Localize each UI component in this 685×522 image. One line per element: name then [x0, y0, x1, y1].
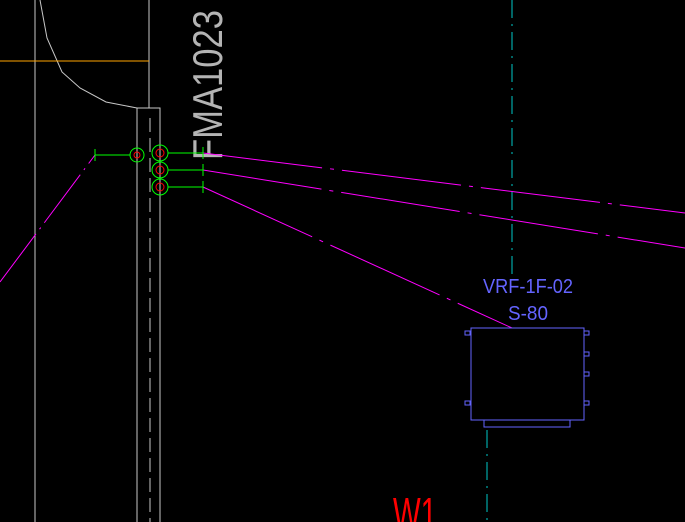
- valve-core-icon: [155, 165, 165, 175]
- unit-tag-label: VRF-1F-02: [483, 276, 573, 298]
- pipe-top-run[interactable]: [202, 152, 685, 214]
- circle-valve-icon[interactable]: [129, 147, 145, 163]
- unit-bracket-icon: [464, 400, 471, 406]
- unit-size-label: S-80: [508, 303, 548, 325]
- unit-bracket-icon: [583, 351, 590, 357]
- door-label-fma1023: FMA1023: [184, 10, 231, 160]
- unit-base: [483, 419, 571, 428]
- pipe-middle-run[interactable]: [202, 169, 685, 249]
- vrf-indoor-unit[interactable]: [464, 327, 590, 428]
- pipe-left-diagonal[interactable]: [0, 154, 96, 283]
- valve-core-icon: [155, 182, 165, 192]
- valve-core-icon: [155, 148, 165, 158]
- valve-core-icon: [133, 151, 141, 159]
- pipe-fittings[interactable]: [94, 144, 204, 196]
- wall-tag-w1: W1: [393, 488, 437, 522]
- wall-lines: [34, 0, 161, 522]
- door-swing-arc: [39, 0, 161, 522]
- unit-bracket-icon: [583, 330, 590, 336]
- unit-body[interactable]: [470, 327, 585, 421]
- refrigerant-pipes[interactable]: [0, 152, 685, 329]
- unit-bracket-icon: [464, 330, 471, 336]
- unit-bracket-icon: [583, 400, 590, 406]
- pipe-bottom-run[interactable]: [202, 186, 513, 329]
- unit-bracket-icon: [583, 371, 590, 377]
